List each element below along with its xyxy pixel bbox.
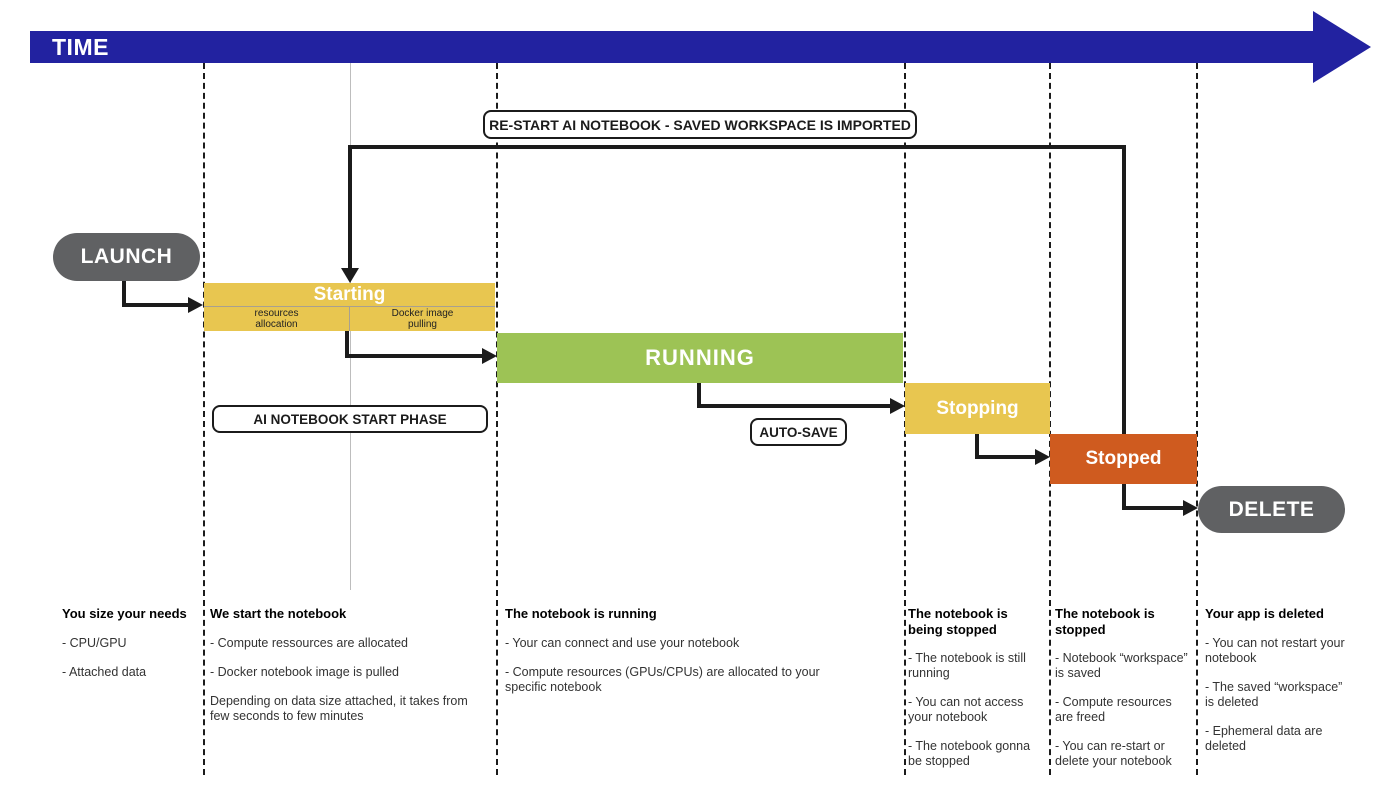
column-item: - Notebook “workspace” is saved: [1055, 651, 1188, 681]
stopped-to-delete-horizontal: [1122, 506, 1184, 510]
column-item: - Compute resources (GPUs/CPUs) are allo…: [505, 664, 820, 694]
running-to-stopping-horizontal: [697, 404, 891, 408]
starting-substep-resources: resources allocation: [254, 307, 299, 330]
column-item: - You can not restart your notebook: [1205, 635, 1345, 665]
starting-phase-label: Starting: [204, 283, 495, 307]
stopping-to-stopped-arrowhead-icon: [1035, 449, 1050, 465]
phase-divider-deleted: [1196, 63, 1198, 775]
restart-arrow-horizontal: [348, 145, 1126, 149]
column-being-stopped: The notebook is being stopped - The note…: [908, 606, 1042, 783]
start-phase-label: AI NOTEBOOK START PHASE: [212, 405, 488, 433]
stopped-to-delete-arrowhead-icon: [1183, 500, 1198, 516]
column-title: The notebook is running: [505, 606, 657, 621]
column-title: You size your needs: [62, 606, 187, 621]
running-to-stopping-arrowhead-icon: [890, 398, 905, 414]
phase-divider-start: [203, 63, 205, 775]
starting-to-running-horizontal: [345, 354, 483, 358]
autosave-label: AUTO-SAVE: [750, 418, 847, 446]
phase-divider-stopped: [1049, 63, 1051, 775]
starting-to-running-arrowhead-icon: [482, 348, 497, 364]
time-axis-bar: TIME: [30, 31, 1314, 63]
time-axis-label: TIME: [52, 33, 109, 60]
stopping-phase-bar: Stopping: [905, 383, 1050, 434]
column-item: - Attached data: [62, 664, 147, 679]
launch-arrow-horizontal: [122, 303, 188, 307]
running-phase-bar: RUNNING: [497, 333, 903, 383]
phase-divider-running: [496, 63, 498, 775]
starting-substeps: resources allocation Docker image pullin…: [204, 307, 495, 331]
restart-arrow-left-vertical: [348, 145, 352, 269]
stopped-phase-bar: Stopped: [1050, 434, 1197, 484]
column-title: Your app is deleted: [1205, 606, 1324, 621]
column-title: We start the notebook: [210, 606, 347, 621]
stopped-to-delete-vertical: [1122, 484, 1126, 510]
column-item: - The notebook gonna be stopped: [908, 739, 1031, 769]
restart-arrowhead-icon: [341, 268, 359, 283]
column-item: - CPU/GPU: [62, 635, 127, 650]
starting-to-running-vertical: [345, 331, 349, 358]
column-item: - Docker notebook image is pulled: [210, 664, 399, 679]
restart-arrow-right-vertical: [1122, 145, 1126, 434]
column-title: The notebook is being stopped: [908, 606, 1008, 637]
running-to-stopping-vertical: [697, 383, 701, 408]
column-item: - Compute resources are freed: [1055, 695, 1172, 725]
column-item: - The saved “workspace” is deleted: [1205, 679, 1343, 709]
column-item: - Ephemeral data are deleted: [1205, 723, 1323, 753]
column-stopped: The notebook is stopped - Notebook “work…: [1055, 606, 1191, 783]
column-item: - You can re-start or delete your notebo…: [1055, 739, 1172, 769]
starting-phase-bar: Starting resources allocation Docker ima…: [204, 283, 495, 331]
time-axis-arrowhead-icon: [1313, 11, 1371, 83]
stopping-to-stopped-horizontal: [975, 455, 1036, 459]
column-start-notebook: We start the notebook - Compute ressourc…: [210, 606, 482, 738]
column-item: - Compute ressources are allocated: [210, 635, 409, 650]
column-size-needs: You size your needs - CPU/GPU - Attached…: [62, 606, 194, 694]
starting-substep-docker: Docker image pulling: [349, 307, 495, 331]
stopping-to-stopped-vertical: [975, 434, 979, 459]
column-title: The notebook is stopped: [1055, 606, 1155, 637]
column-item: Depending on data size attached, it take…: [210, 693, 468, 723]
restart-notebook-label: RE-START AI NOTEBOOK - SAVED WORKSPACE I…: [483, 110, 917, 139]
column-item: - The notebook is still running: [908, 651, 1026, 681]
launch-node: LAUNCH: [53, 233, 200, 281]
delete-node: DELETE: [1198, 486, 1345, 533]
column-item: - You can not access your notebook: [908, 695, 1024, 725]
launch-arrow-vertical: [122, 281, 126, 307]
column-running: The notebook is running - Your can conne…: [505, 606, 863, 709]
column-item: - Your can connect and use your notebook: [505, 635, 740, 650]
launch-arrowhead-icon: [188, 297, 203, 313]
column-deleted: Your app is deleted - You can not restar…: [1205, 606, 1347, 768]
